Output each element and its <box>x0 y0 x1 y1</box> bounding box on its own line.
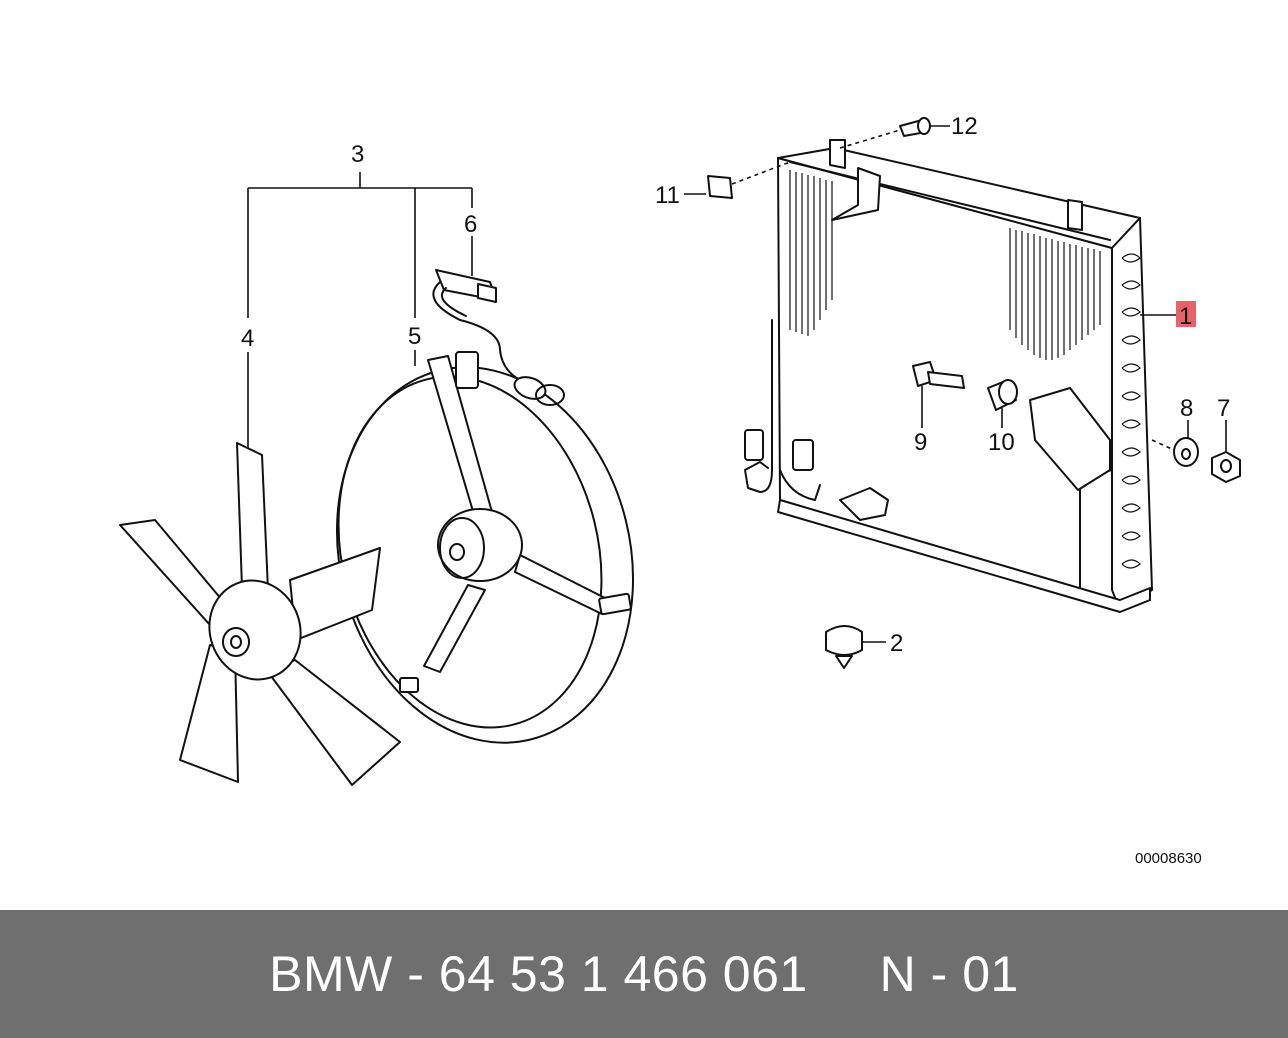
callout-1: 1 <box>1179 303 1192 330</box>
fan-blade <box>119 442 401 786</box>
leader-lines <box>247 125 1227 643</box>
part-number-banner: BMW - 64 53 1 466 061 N - 01 <box>0 910 1288 1038</box>
highlight-callout-box <box>1176 301 1196 327</box>
reference-code: 00008630 <box>1135 850 1202 867</box>
condenser-coils <box>1121 253 1141 569</box>
rubber-mount <box>825 625 863 669</box>
bushing <box>987 379 1018 411</box>
screw <box>899 117 931 137</box>
fan-shroud <box>335 351 635 744</box>
callout-7: 7 <box>1217 395 1230 422</box>
callout-5: 5 <box>408 323 421 350</box>
callout-3: 3 <box>351 141 364 168</box>
callout-4: 4 <box>241 325 254 352</box>
washer <box>1173 437 1199 467</box>
clip-nut <box>707 175 733 199</box>
callout-12: 12 <box>951 113 978 140</box>
callout-11: 11 <box>655 182 680 209</box>
parts-diagram: 1 2 3 4 5 6 7 8 9 10 11 12 00008630 <box>119 113 1241 867</box>
callout-10: 10 <box>988 429 1015 456</box>
callout-8: 8 <box>1180 395 1193 422</box>
hex-nut <box>1211 451 1241 483</box>
callout-6: 6 <box>464 211 477 238</box>
callout-2: 2 <box>890 630 903 657</box>
temperature-switch-connector <box>432 269 565 406</box>
callout-9: 9 <box>914 429 927 456</box>
bolt <box>912 361 965 389</box>
part-number-text: BMW - 64 53 1 466 061 N - 01 <box>269 946 1019 1002</box>
condenser-fins <box>789 170 1101 360</box>
